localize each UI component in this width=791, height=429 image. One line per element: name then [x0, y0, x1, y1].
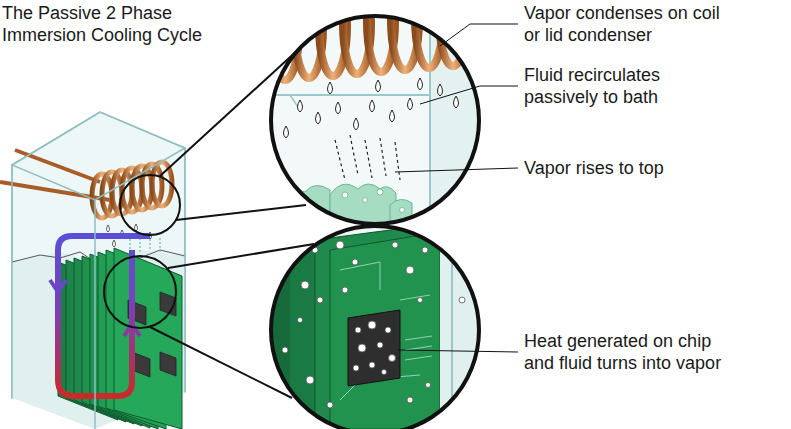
callout-label: Vapor condenses on coil or lid condenser — [524, 2, 736, 46]
callout-label: Vapor rises to top — [524, 157, 736, 179]
diagram-title: The Passive 2 Phase Immersion Cooling Cy… — [2, 2, 217, 46]
callout-label: Fluid recirculates passively to bath — [524, 64, 736, 108]
callout-label: Heat generated on chip and fluid turns i… — [524, 330, 736, 374]
